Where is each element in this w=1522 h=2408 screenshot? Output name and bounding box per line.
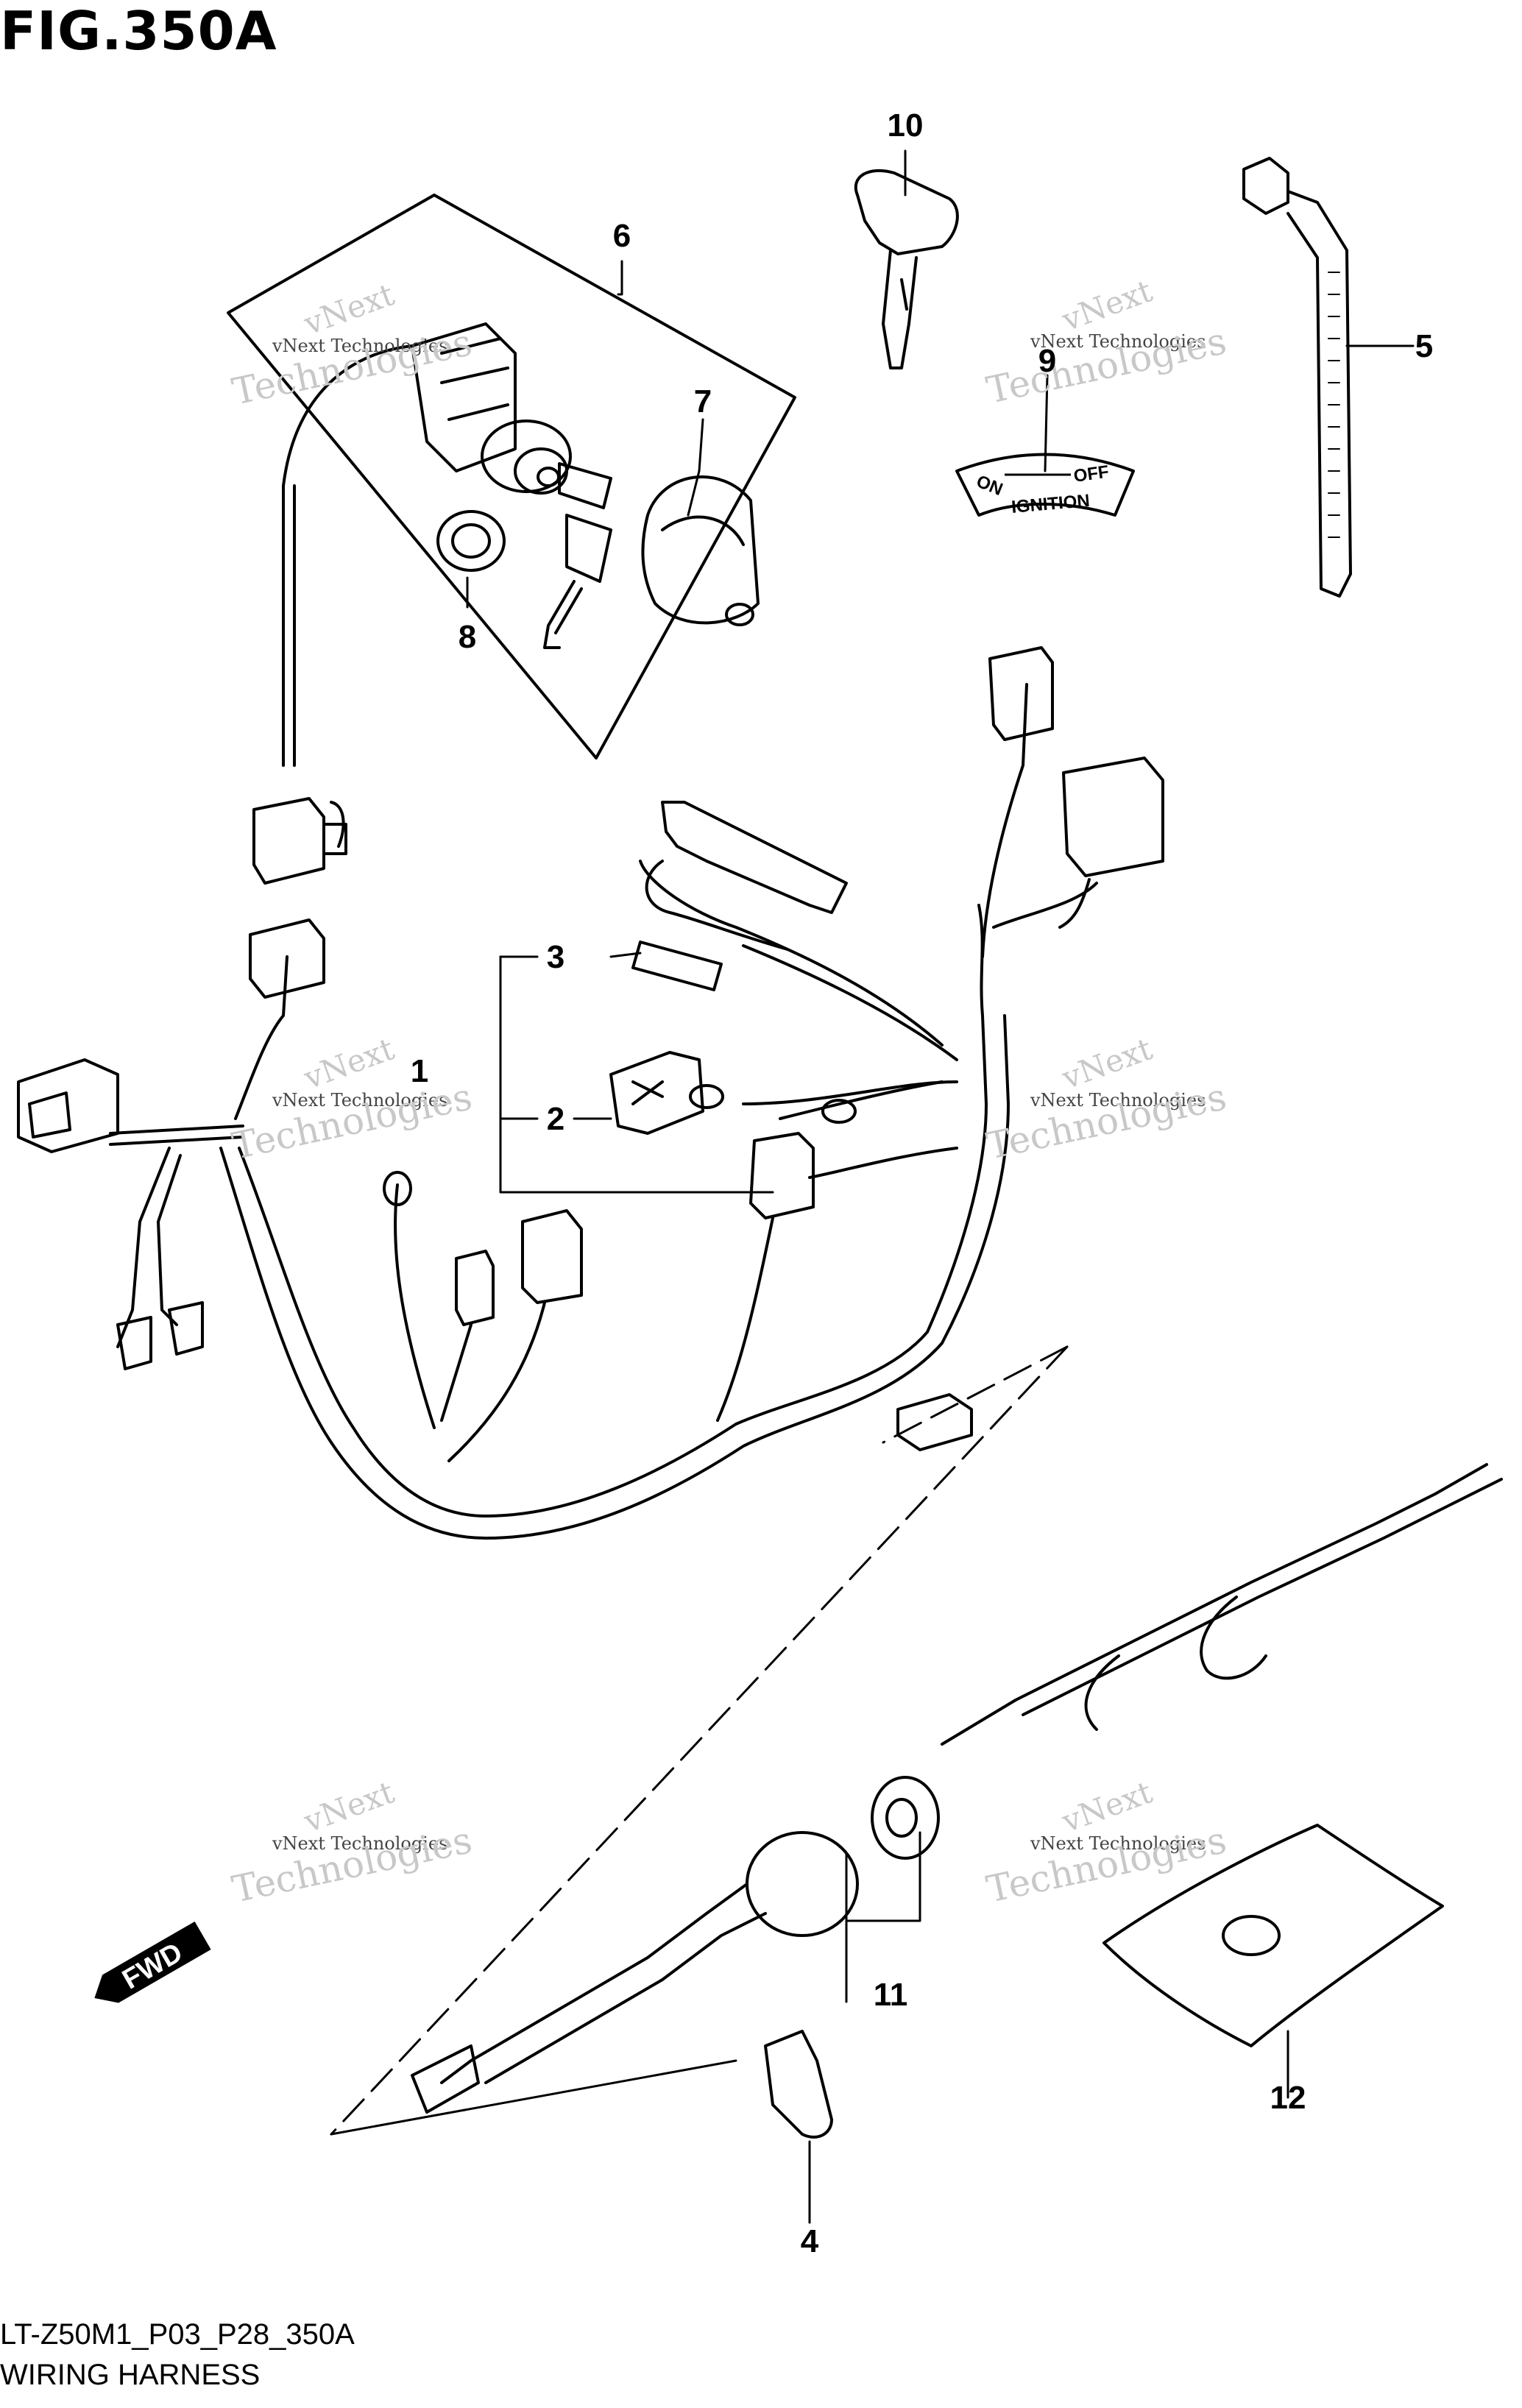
ignition-key — [854, 169, 959, 369]
svg-text:vNext: vNext — [1057, 1030, 1157, 1096]
kit-keys — [543, 462, 612, 649]
fwd-guide — [330, 1345, 1069, 2136]
callout-10: 10 — [888, 107, 924, 144]
callout-12: 12 — [1270, 2080, 1306, 2116]
kit-box — [227, 194, 796, 759]
svg-text:vNext Technologies: vNext Technologies — [1030, 1090, 1206, 1111]
sensor-cable — [411, 1463, 1503, 2114]
fwd-arrow: FWD — [94, 1921, 211, 2003]
svg-text:vNext Technologies: vNext Technologies — [1030, 1833, 1206, 1854]
main-harness — [109, 683, 1098, 1540]
fuse-holder — [661, 801, 848, 914]
left-connectors — [17, 797, 347, 1370]
svg-text:vNext: vNext — [1057, 1774, 1157, 1839]
leader-lines — [466, 149, 1415, 2224]
callout-labels: 1 2 3 4 5 6 7 8 9 10 11 12 — [411, 107, 1433, 2259]
svg-text:vNext Technologies: vNext Technologies — [272, 336, 447, 356]
callout-1: 1 — [411, 1053, 428, 1089]
harness-joint-connector — [896, 1393, 973, 1451]
diagram-name: WIRING HARNESS — [0, 2359, 261, 2391]
svg-text:vNext: vNext — [1057, 272, 1157, 338]
fuse — [631, 941, 723, 991]
callout-7: 7 — [694, 383, 712, 419]
switch-cover — [641, 475, 760, 625]
svg-text:ON: ON — [974, 472, 1005, 500]
pad — [1102, 1824, 1444, 2047]
callout-3: 3 — [547, 939, 564, 975]
svg-text:vNext: vNext — [299, 276, 399, 341]
top-right-connectors — [988, 646, 1164, 929]
svg-text:vNext: vNext — [299, 1774, 399, 1839]
lock-nut — [436, 510, 506, 572]
callout-6: 6 — [613, 218, 631, 254]
ignition-plate — [955, 453, 1135, 517]
callout-11: 11 — [874, 1977, 908, 2013]
figure-title: FIG.350A — [0, 0, 277, 62]
clamp — [764, 2030, 833, 2139]
cable-tie — [1242, 157, 1352, 598]
svg-text:vNext Technologies: vNext Technologies — [272, 1090, 447, 1111]
callout-2: 2 — [547, 1101, 564, 1137]
bracket — [609, 1051, 704, 1135]
svg-text:vNext: vNext — [299, 1030, 399, 1096]
fwd-label: FWD — [117, 1937, 188, 1996]
callout-4: 4 — [801, 2223, 819, 2259]
callout-5: 5 — [1415, 328, 1433, 364]
diagram-code: LT-Z50M1_P03_P28_350A — [0, 2318, 355, 2351]
svg-text:vNext Technologies: vNext Technologies — [1030, 331, 1206, 352]
center-connectors — [383, 1084, 857, 1462]
callout-9: 9 — [1038, 343, 1056, 379]
svg-text:vNext Technologies: vNext Technologies — [272, 1833, 447, 1854]
callout-8: 8 — [459, 619, 476, 655]
svg-text:IGNITION: IGNITION — [1010, 491, 1091, 517]
svg-text:OFF: OFF — [1072, 462, 1110, 486]
